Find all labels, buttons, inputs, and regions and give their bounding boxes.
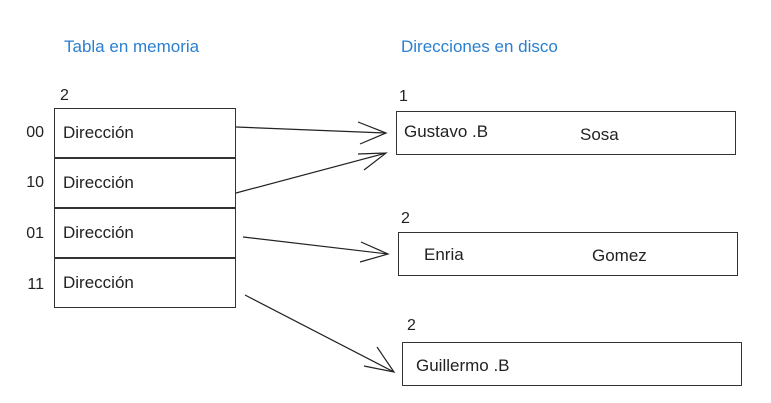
arrow-row-10 xyxy=(235,152,387,194)
table-row: Dirección xyxy=(54,258,236,308)
row-key: 01 xyxy=(26,225,44,242)
memory-table-title: Tabla en memoria xyxy=(64,37,200,56)
global-depth: 2 xyxy=(60,87,69,104)
arrow-row-11 xyxy=(244,294,395,373)
row-label: Dirección xyxy=(63,223,134,242)
bucket-depth: 1 xyxy=(399,88,408,105)
row-label: Dirección xyxy=(63,123,134,142)
table-row: Dirección xyxy=(54,208,236,258)
bucket-depth: 2 xyxy=(407,317,416,334)
bucket-first-name: Gustavo .B xyxy=(404,122,489,141)
row-key: 00 xyxy=(26,124,44,141)
bucket: Gustavo .B Sosa xyxy=(396,111,736,155)
bucket-last-name: Sosa xyxy=(580,125,619,144)
bucket-last-name: Gomez xyxy=(592,246,647,265)
bucket-depth: 2 xyxy=(401,210,410,227)
arrow-row-00 xyxy=(235,126,387,134)
row-key: 10 xyxy=(26,174,44,191)
bucket: Guillermo .B xyxy=(402,342,742,386)
row-label: Dirección xyxy=(63,273,134,292)
bucket: Enria Gomez xyxy=(398,232,738,276)
table-row: Dirección xyxy=(54,158,236,208)
arrow-head xyxy=(359,241,390,263)
arrow-head xyxy=(357,121,388,145)
arrow-head xyxy=(363,346,396,373)
table-row: Dirección xyxy=(54,108,236,158)
row-key: 11 xyxy=(27,276,44,293)
disk-title: Direcciones en disco xyxy=(401,37,558,56)
bucket-first-name: Enria xyxy=(424,245,464,264)
bucket-first-name: Guillermo .B xyxy=(416,356,510,375)
row-label: Dirección xyxy=(63,173,134,192)
arrow-row-01 xyxy=(242,236,389,255)
arrow-head xyxy=(357,152,388,171)
